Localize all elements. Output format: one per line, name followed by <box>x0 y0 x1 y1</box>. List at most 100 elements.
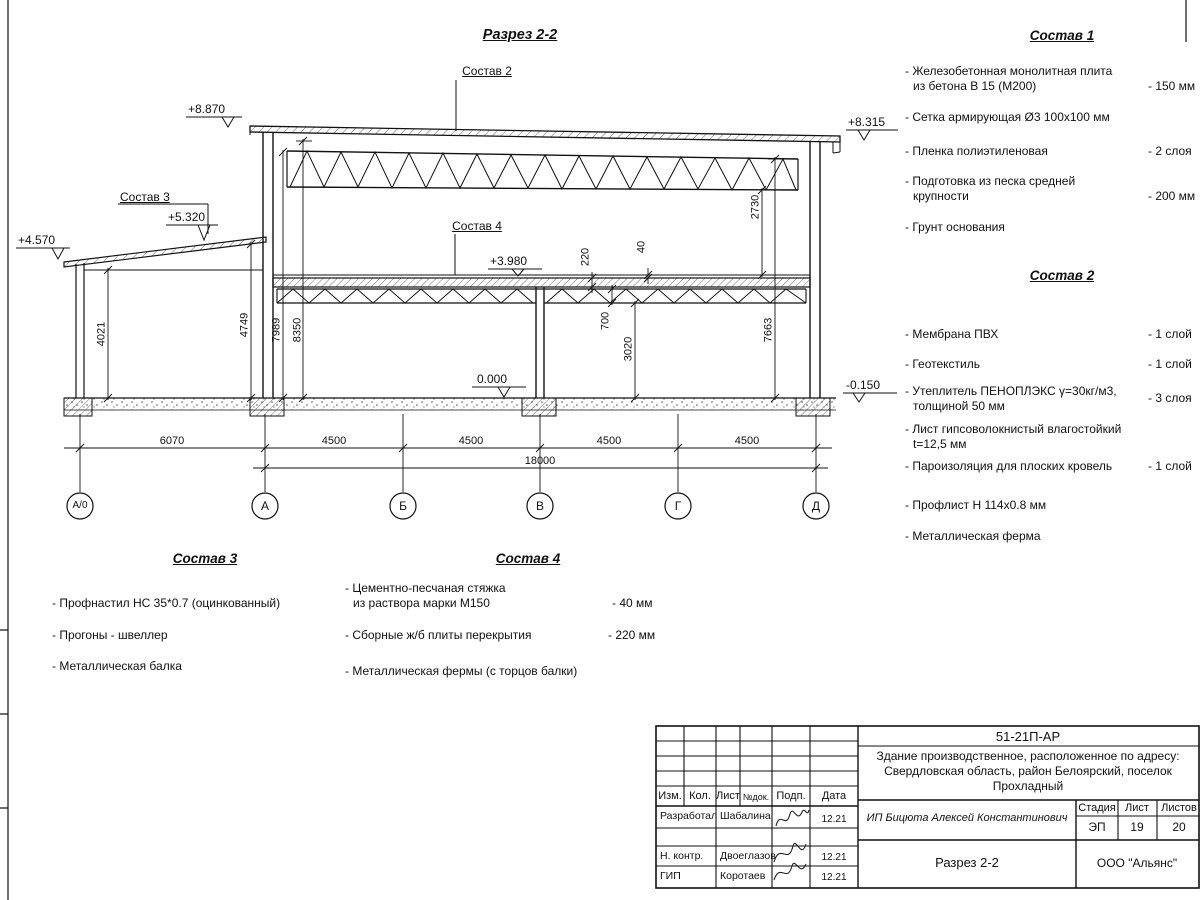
list-item: - Сборные ж/б плиты перекрытия <box>345 628 532 642</box>
list-item: - Профлист Н 114х0.8 мм <box>905 498 1047 512</box>
titleblock-lines <box>655 725 1200 889</box>
floor-structure <box>272 274 811 304</box>
list-item: - Профнастил НС 35*0.7 (оцинкованный) <box>52 596 281 610</box>
tb-date-gip: 12.21 <box>821 872 847 883</box>
dim-220: 220 <box>579 247 592 267</box>
list-item: - Железобетонная монолитная плита <box>905 64 1113 78</box>
horizontal-dimensions <box>64 414 832 520</box>
elevation-zero: 0.000 <box>477 372 508 386</box>
elevation-roof-left: +8.870 <box>188 102 226 116</box>
list-item: - Пленка полиэтиленовая <box>905 144 1048 158</box>
dim-700: 700 <box>599 311 612 331</box>
tb-header-kol: Кол. <box>689 790 711 802</box>
list-item: t=12,5 мм <box>913 437 967 451</box>
lean-to-structure <box>63 236 267 398</box>
ground-foundation <box>63 397 836 417</box>
tb-header-izm: Изм. <box>658 790 682 802</box>
list-item-value: - 2 слоя <box>1148 144 1192 158</box>
axis-d: Д <box>811 498 821 513</box>
elevation-lean-low: +4.570 <box>18 233 56 247</box>
elevation-base: -0.150 <box>846 378 881 392</box>
list-item: из бетона В 15 (М200) <box>913 79 1037 93</box>
tb-header-data: Дата <box>821 790 847 802</box>
elevation-marks <box>16 116 898 403</box>
axis-v: В <box>535 498 545 513</box>
dim-4500-2: 4500 <box>458 435 484 447</box>
dim-4021: 4021 <box>95 321 108 347</box>
tb-stage-value: ЭП <box>1088 820 1106 834</box>
dim-6070: 6070 <box>159 435 185 447</box>
list-item: - Прогоны - швеллер <box>52 628 168 642</box>
dim-4500-1: 4500 <box>321 435 347 447</box>
dim-2730: 2730 <box>749 194 762 220</box>
tb-role-gip: ГИП <box>660 870 681 882</box>
sostav4-title: Состав 4 <box>495 551 561 566</box>
callout-sostav4: Состав 4 <box>452 219 502 233</box>
list-item-value: - 200 мм <box>1148 189 1196 203</box>
callout-sostav3: Состав 3 <box>120 190 170 204</box>
axis-g: Г <box>674 498 682 513</box>
list-item: - Цементно-песчаная стяжка <box>345 581 506 595</box>
tb-sheets-label: Листов <box>1161 802 1197 814</box>
list-item-value: - 1 слой <box>1148 327 1192 341</box>
tb-sheets-value: 20 <box>1172 820 1186 834</box>
tb-date-nkontr: 12.21 <box>821 852 847 863</box>
vertical-dimensions <box>103 136 782 403</box>
tb-header-ndok: №док. <box>742 792 770 802</box>
tb-role-nkontr: Н. контр. <box>660 850 704 862</box>
list-item: - Мембрана ПВХ <box>905 327 999 341</box>
tb-name-gip: Коротаев <box>720 870 766 882</box>
signature-nkontr <box>773 843 807 863</box>
list-item: - Металлическая фермы (с торцов балки) <box>345 664 578 678</box>
tb-stage-label: Стадия <box>1078 802 1116 814</box>
axis-b: Б <box>399 498 407 513</box>
tb-name-razrabotal: Шабалина <box>720 810 771 822</box>
dim-7989: 7989 <box>270 317 283 343</box>
list-item-value: - 3 слоя <box>1148 391 1192 405</box>
tb-sheet-label: Лист <box>1125 802 1149 814</box>
list-item-value: - 1 слой <box>1148 357 1192 371</box>
titleblock-code: 51-21П-АР <box>995 729 1061 744</box>
dim-18000: 18000 <box>524 455 556 467</box>
callout-sostav2: Состав 2 <box>462 64 512 78</box>
list-item: - Лист гипсоволокнистый влагостойкий <box>905 422 1122 436</box>
titleblock-object-line1: Здание производственное, расположенное п… <box>876 749 1180 763</box>
list-item-value: - 220 мм <box>608 628 656 642</box>
list-item-value: - 1 слой <box>1148 459 1192 473</box>
main-walls <box>262 132 821 398</box>
tb-header-list: Лист <box>716 790 740 802</box>
titleblock-object-line2: Свердловская область, район Белоярский, … <box>884 764 1172 778</box>
list-item: толщиной 50 мм <box>913 399 1005 413</box>
roof-slab <box>249 125 841 154</box>
elevation-roof-right: +8.315 <box>848 115 886 129</box>
titleblock-object-line3: Прохладный <box>992 779 1064 793</box>
list-item: - Утеплитель ПЕНОПЛЭКС γ=30кг/м3, <box>905 384 1117 398</box>
tb-date-razrabotal: 12.21 <box>821 814 847 825</box>
list-item-value: - 40 мм <box>612 596 653 610</box>
tb-role-razrabotal: Разработал <box>660 810 718 822</box>
tb-name-nkontr: Двоеглазов <box>720 850 776 862</box>
list-item: - Металлическая балка <box>52 659 182 673</box>
list-item: - Металлическая ферма <box>905 529 1041 543</box>
dim-4749: 4749 <box>238 312 251 338</box>
axis-a0: А/0 <box>72 500 88 511</box>
list-item: - Геотекстиль <box>905 357 980 371</box>
list-item: - Пароизоляция для плоских кровель <box>905 459 1113 473</box>
dim-7663: 7663 <box>762 317 775 343</box>
drawing-title: Разрез 2-2 <box>482 27 558 43</box>
dim-4500-3: 4500 <box>596 435 622 447</box>
dim-3020: 3020 <box>622 336 635 362</box>
dim-8350: 8350 <box>291 317 304 343</box>
signature-gip <box>773 862 807 881</box>
tb-customer: ИП Бицюта Алексей Константинович <box>866 812 1068 824</box>
list-item-value: - 150 мм <box>1148 79 1196 93</box>
sostav2-title: Состав 2 <box>1029 268 1095 283</box>
dim-4500-4: 4500 <box>734 435 760 447</box>
sostav1-title: Состав 1 <box>1029 28 1095 43</box>
list-item: из раствора марки М150 <box>353 596 490 610</box>
tb-sheet-title: Разрез 2-2 <box>935 855 999 870</box>
list-item: крупности <box>913 189 969 203</box>
